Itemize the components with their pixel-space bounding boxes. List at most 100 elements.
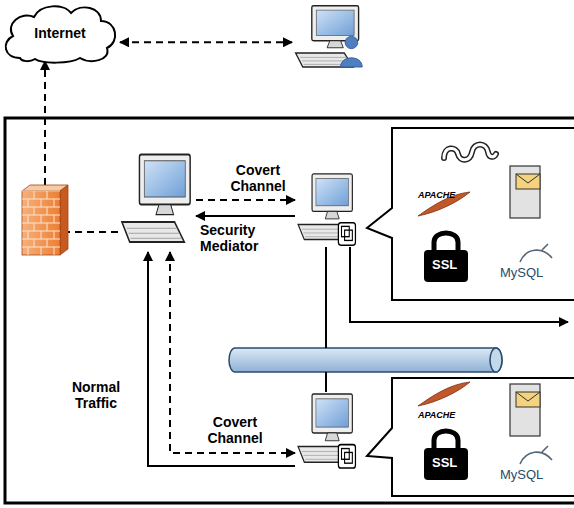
lock-body (424, 448, 468, 480)
user-head (345, 36, 358, 48)
bus-tap (325, 247, 327, 348)
wall-side (60, 185, 68, 255)
server-node (295, 392, 357, 470)
screen (316, 399, 349, 427)
vm-icon (342, 449, 350, 460)
brick-line (54, 247, 55, 255)
vm-icon (338, 223, 355, 246)
screen (144, 161, 185, 197)
key-row (129, 233, 180, 234)
vm-icon (345, 452, 353, 463)
key-row (302, 229, 342, 230)
solid-connector (148, 252, 295, 466)
brick-line (54, 215, 55, 223)
monitor (312, 6, 359, 41)
monitor-stand (325, 211, 339, 219)
key-row (302, 60, 349, 61)
enclosure-border (5, 118, 574, 503)
edge-label: Normal Traffic (62, 378, 130, 412)
vm-icon (338, 445, 355, 468)
callout-panel (367, 378, 574, 496)
mail-envelope (516, 392, 540, 407)
brick-line (34, 239, 35, 247)
monitor (312, 174, 352, 212)
brick-line (28, 247, 29, 255)
logo-text: SSL (432, 456, 457, 471)
vm-icon (342, 226, 350, 236)
key-row (302, 451, 342, 452)
dashed-connector (196, 199, 295, 201)
brick-line (28, 231, 29, 239)
panel-node: APACHESSLMySQL (392, 378, 574, 496)
cloud-label: Internet (34, 25, 85, 41)
panel-icon (392, 378, 574, 496)
edge-label: Covert Channel (220, 161, 296, 195)
node-label: Security Mediator (200, 222, 272, 254)
mail-server (510, 166, 540, 218)
brick-line (47, 191, 48, 199)
pc-icon (118, 152, 196, 252)
user-body (341, 58, 363, 67)
mail-envelope (516, 392, 540, 401)
dashed-connector (120, 41, 292, 43)
vm-icon (345, 230, 353, 240)
brick-line (41, 231, 42, 239)
brick-line (47, 207, 48, 215)
server-icon (295, 392, 357, 470)
brick-line (22, 191, 60, 192)
key-row (131, 238, 182, 239)
panel-icon (392, 128, 574, 300)
brick-line (47, 223, 48, 231)
solid-connector (196, 215, 295, 217)
key-row (300, 57, 347, 58)
monitor-stand (327, 41, 343, 48)
brick-line (41, 215, 42, 223)
lock-body (424, 250, 468, 282)
brick-line (28, 199, 29, 207)
bus-tap (325, 372, 327, 392)
network-bus (229, 348, 502, 372)
brick-line (22, 223, 60, 224)
key-row (304, 455, 344, 456)
mysql-dolphin (520, 446, 552, 464)
dashed-connector (44, 61, 46, 185)
panel-node: APACHESSLMySQL (392, 128, 574, 300)
brick-line (34, 207, 35, 215)
pc-node: Security Mediator (118, 152, 196, 252)
brick-line (22, 207, 60, 208)
screen (316, 10, 354, 35)
monitor-stand (156, 205, 174, 215)
mail-envelope (516, 174, 540, 189)
edge-label: Covert Channel (197, 413, 273, 447)
lock-shackle (434, 431, 458, 450)
callout-panel (367, 128, 574, 300)
brick-line (34, 223, 35, 231)
user-node (292, 4, 364, 74)
logo-text: APACHE (418, 190, 455, 200)
keyboard (122, 222, 184, 242)
logo-text: MySQL (500, 266, 543, 281)
brick-line (34, 191, 35, 199)
firewall-icon (22, 185, 68, 255)
brick-line (47, 239, 48, 247)
brick-line (28, 215, 29, 223)
brick-line (41, 199, 42, 207)
mail-envelope (516, 174, 540, 183)
lock-shackle (434, 233, 458, 252)
server-node (295, 172, 357, 247)
monitor-stand (325, 433, 339, 441)
screen (316, 179, 349, 206)
dashed-connector (170, 252, 295, 453)
monitor (312, 394, 352, 433)
apache-feather (418, 382, 470, 406)
mysql-dolphin (520, 244, 552, 262)
logo-text: APACHE (418, 410, 455, 420)
dashed-connector (68, 231, 118, 233)
key-row (304, 232, 344, 233)
brick-line (54, 199, 55, 207)
brick-line (41, 247, 42, 255)
firewall-node (22, 185, 68, 255)
cloud-shape (6, 6, 115, 62)
wall-front (22, 191, 60, 255)
